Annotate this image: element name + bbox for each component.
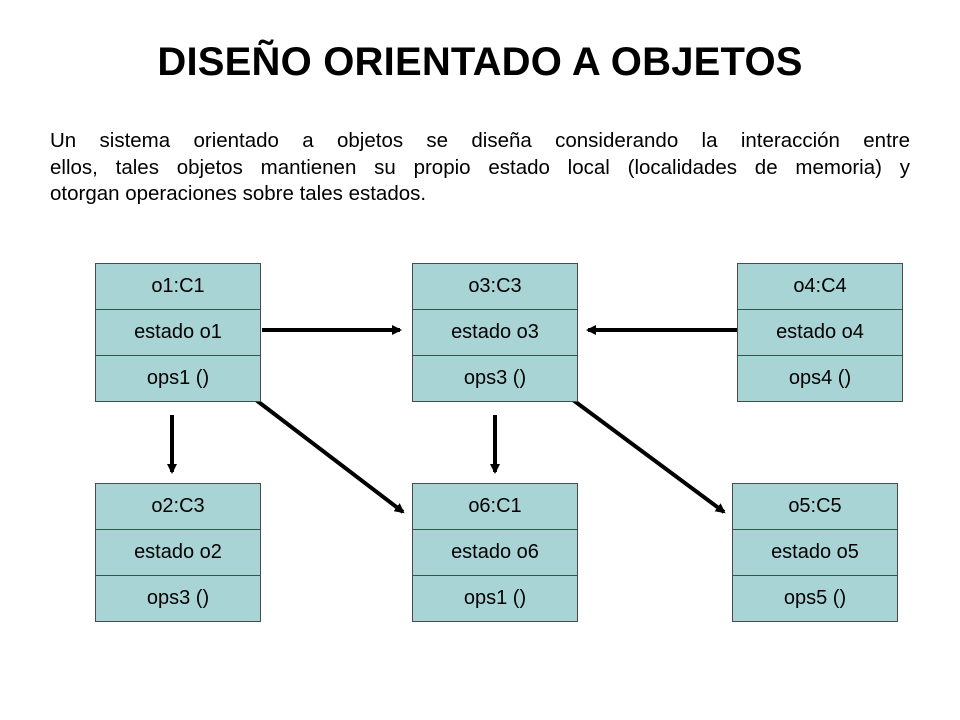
object-ops: ops3 () [96, 575, 260, 621]
object-ops: ops5 () [733, 575, 897, 621]
arrow-o3-to-o5 [571, 398, 726, 514]
object-o5: o5:C5 estado o5 ops5 () [732, 483, 898, 622]
object-state: estado o1 [96, 309, 260, 355]
object-name: o4:C4 [793, 275, 847, 297]
arrow-o1-to-o6 [254, 398, 405, 514]
object-state: estado o2 [96, 529, 260, 575]
object-o4: o4:C4 estado o4 ops4 () [737, 263, 903, 402]
object-o1: o1:C1 estado o1 ops1 () [95, 263, 261, 402]
object-ops: ops1 () [96, 355, 260, 401]
intro-line-3: otorgan operaciones sobre tales estados. [50, 182, 427, 206]
object-name: o6:C1 [468, 495, 522, 517]
object-o2: o2:C3 estado o2 ops3 () [95, 483, 261, 622]
object-name: o3:C3 [468, 275, 522, 297]
object-state: estado o3 [413, 309, 577, 355]
page-title: DISEÑO ORIENTADO A OBJETOS [157, 40, 803, 84]
object-ops: ops1 () [413, 575, 577, 621]
object-name: o5:C5 [788, 495, 842, 517]
object-o3: o3:C3 estado o3 ops3 () [412, 263, 578, 402]
object-ops: ops4 () [738, 355, 902, 401]
object-name: o2:C3 [151, 495, 205, 517]
object-state: estado o5 [733, 529, 897, 575]
intro-line-1: Un sistema orientado a objetos se diseña… [50, 129, 910, 152]
object-o6: o6:C1 estado o6 ops1 () [412, 483, 578, 622]
intro-paragraph: Un sistema orientado a objetos se diseña… [50, 128, 910, 208]
object-ops: ops3 () [413, 355, 577, 401]
object-state: estado o6 [413, 529, 577, 575]
intro-line-2: ellos, tales objetos mantienen su propio… [50, 155, 910, 179]
object-name: o1:C1 [151, 275, 205, 297]
object-state: estado o4 [738, 309, 902, 355]
